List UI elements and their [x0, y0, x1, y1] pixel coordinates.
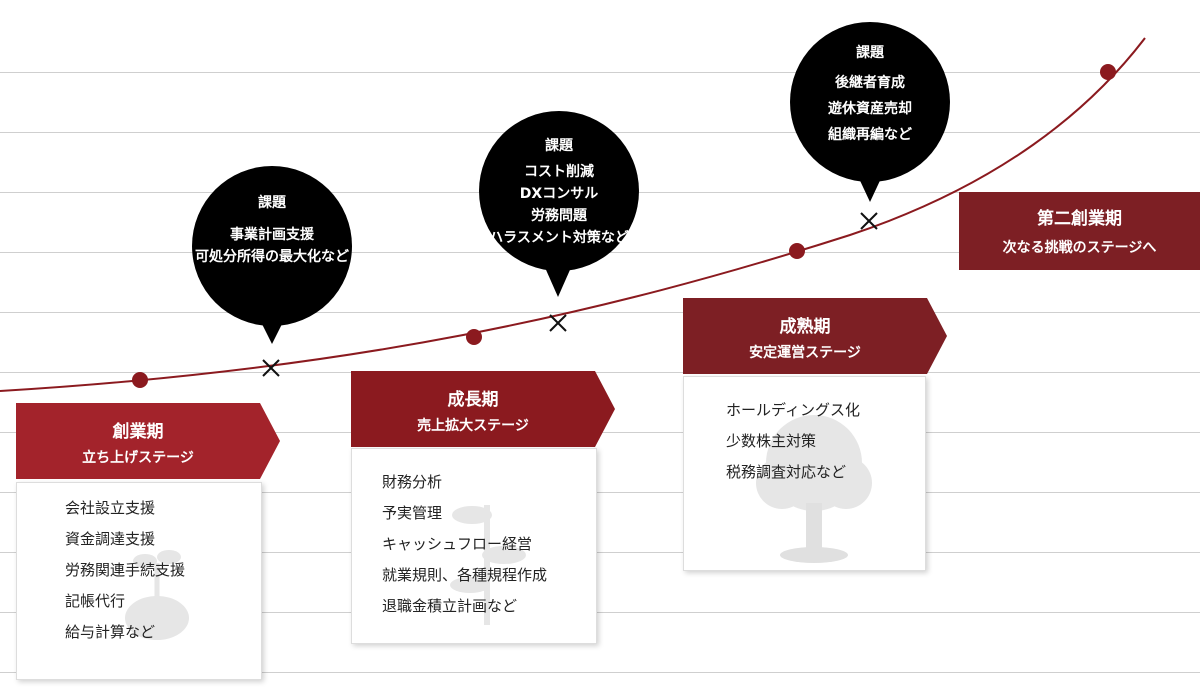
- seedling-icon: [125, 550, 189, 640]
- bubble-line: 組織再編など: [828, 127, 912, 143]
- bubble-line: ハラスメント対策など: [489, 230, 629, 246]
- banner-shape: [16, 403, 280, 479]
- stage-name: 創業期: [112, 422, 164, 442]
- list-item: 就業規則、各種規程作成: [382, 566, 548, 584]
- growth-curve: [0, 37, 1146, 392]
- stage-item-list: 会社設立支援 資金調達支援 労務関連手続支援 記帳代行 給与計算など: [65, 493, 185, 648]
- grid-line: [0, 72, 1200, 73]
- stage-subtitle: 売上拡大ステージ: [417, 418, 529, 434]
- cross-mark: [262, 359, 280, 377]
- bubble-title: 課題: [545, 138, 573, 154]
- cross-mark: [860, 212, 878, 230]
- list-item: 会社設立支援: [65, 499, 156, 517]
- grid-line: [0, 492, 1200, 493]
- bubble-line: 可処分所得の最大化など: [195, 249, 349, 265]
- second-founding-stage: 第二創業期 次なる挑戦のステージへ: [959, 192, 1200, 270]
- issue-bubble-3: 課題 後継者育成 遊休資産売却 組織再編など: [790, 22, 950, 204]
- list-item: 少数株主対策: [726, 432, 817, 450]
- stage-banner-1: 創業期 立ち上げステージ: [16, 403, 280, 479]
- bubble-line: 後継者育成: [835, 75, 905, 91]
- tree-icon: [756, 415, 872, 563]
- stage-card-2: 財務分析 予実管理 キャッシュフロー経営 就業規則、各種規程作成 退職金積立計画…: [351, 448, 597, 644]
- cross-mark: [549, 314, 567, 332]
- milestone-dot: [1100, 64, 1116, 80]
- banner-shape: [351, 371, 615, 447]
- list-item: 財務分析: [382, 473, 443, 491]
- bubble-title: 課題: [856, 45, 884, 61]
- stage-banner-3: 成熟期 安定運営ステージ: [683, 298, 947, 374]
- list-item: 記帳代行: [65, 592, 126, 610]
- stage-banner-2: 成長期 売上拡大ステージ: [351, 371, 615, 447]
- grid-line: [0, 612, 1200, 613]
- list-item: 給与計算など: [65, 623, 156, 641]
- list-item: 予実管理: [382, 504, 443, 522]
- grid-line: [0, 312, 1200, 313]
- stage-subtitle: 安定運営ステージ: [749, 345, 861, 361]
- grid-line: [0, 552, 1200, 553]
- stage-name: 成熟期: [779, 317, 831, 337]
- list-item: 資金調達支援: [65, 530, 156, 548]
- bubble-shape: [479, 111, 639, 297]
- sprout-icon: [450, 505, 526, 625]
- bubble-line: 遊休資産売却: [828, 101, 912, 117]
- list-item: ホールディングス化: [726, 401, 860, 419]
- grid-line: [0, 372, 1200, 373]
- issue-bubble-1: 課題 事業計画支援 可処分所得の最大化など: [192, 166, 352, 348]
- stage-card-1: 会社設立支援 資金調達支援 労務関連手続支援 記帳代行 給与計算など: [16, 482, 262, 680]
- bubble-shape: [790, 22, 950, 202]
- bubble-line: 労務問題: [531, 208, 587, 224]
- stage-item-list: 財務分析 予実管理 キャッシュフロー経営 就業規則、各種規程作成 退職金積立計画…: [382, 467, 547, 622]
- list-item: 税務調査対応など: [726, 463, 847, 481]
- stage-subtitle: 次なる挑戦のステージへ: [1002, 240, 1157, 256]
- grid-line: [0, 672, 1200, 673]
- bubble-line: 事業計画支援: [230, 227, 314, 243]
- list-item: キャッシュフロー経営: [382, 535, 533, 553]
- stage-name: 成長期: [447, 390, 499, 410]
- issue-bubble-2: 課題 コスト削減 DXコンサル 労務問題 ハラスメント対策など: [479, 111, 639, 299]
- list-item: 労務関連手続支援: [65, 561, 186, 579]
- stage-name: 第二創業期: [1037, 209, 1122, 229]
- bubble-line: コスト削減: [524, 164, 594, 180]
- stage-item-list: ホールディングス化 少数株主対策 税務調査対応など: [726, 395, 860, 488]
- milestone-dot: [789, 243, 805, 259]
- bubble-title: 課題: [258, 195, 286, 211]
- list-item: 退職金積立計画など: [382, 597, 518, 615]
- stage-subtitle: 立ち上げステージ: [82, 450, 194, 466]
- bubble-shape: [192, 166, 352, 344]
- banner-shape: [683, 298, 947, 374]
- milestone-dot: [466, 329, 482, 345]
- stage-card-3: ホールディングス化 少数株主対策 税務調査対応など: [683, 376, 926, 571]
- milestone-dot: [132, 372, 148, 388]
- bubble-line: DXコンサル: [519, 186, 599, 202]
